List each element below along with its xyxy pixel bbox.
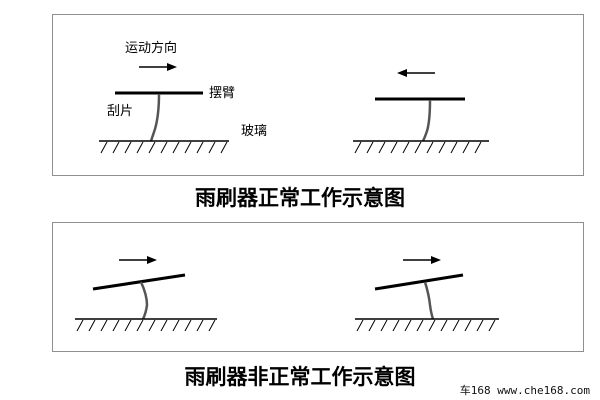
watermark: 车168 www.che168.com — [459, 384, 590, 397]
wiper-blade — [423, 281, 435, 320]
glass-surface — [355, 318, 499, 332]
abnormal-operation-panel — [52, 222, 584, 352]
motion-arrow-right — [139, 63, 177, 71]
glass-surface — [353, 140, 489, 154]
wiper-blade — [149, 93, 161, 142]
direction-label: 运动方向 — [125, 41, 178, 56]
normal-operation-diagram — [99, 63, 489, 154]
wiper-arm-tilted — [92, 273, 186, 291]
arm-label: 摆臂 — [209, 86, 236, 101]
wiper-blade — [421, 99, 432, 142]
motion-arrow-right — [403, 256, 441, 264]
abnormal-caption: 雨刷器非正常工作示意图 — [184, 365, 416, 389]
motion-arrow-left — [397, 69, 435, 77]
abnormal-operation-diagram — [75, 256, 499, 332]
normal-caption: 雨刷器正常工作示意图 — [195, 186, 405, 210]
wiper-arm-tilted — [374, 273, 464, 291]
wiper-blade — [139, 281, 149, 320]
blade-label: 刮片 — [107, 104, 134, 119]
glass-surface — [75, 318, 217, 332]
glass-surface — [99, 140, 229, 154]
motion-arrow-right — [119, 256, 157, 264]
normal-operation-panel: 运动方向 摆臂 刮片 玻璃 — [52, 14, 584, 176]
glass-label: 玻璃 — [241, 124, 268, 139]
